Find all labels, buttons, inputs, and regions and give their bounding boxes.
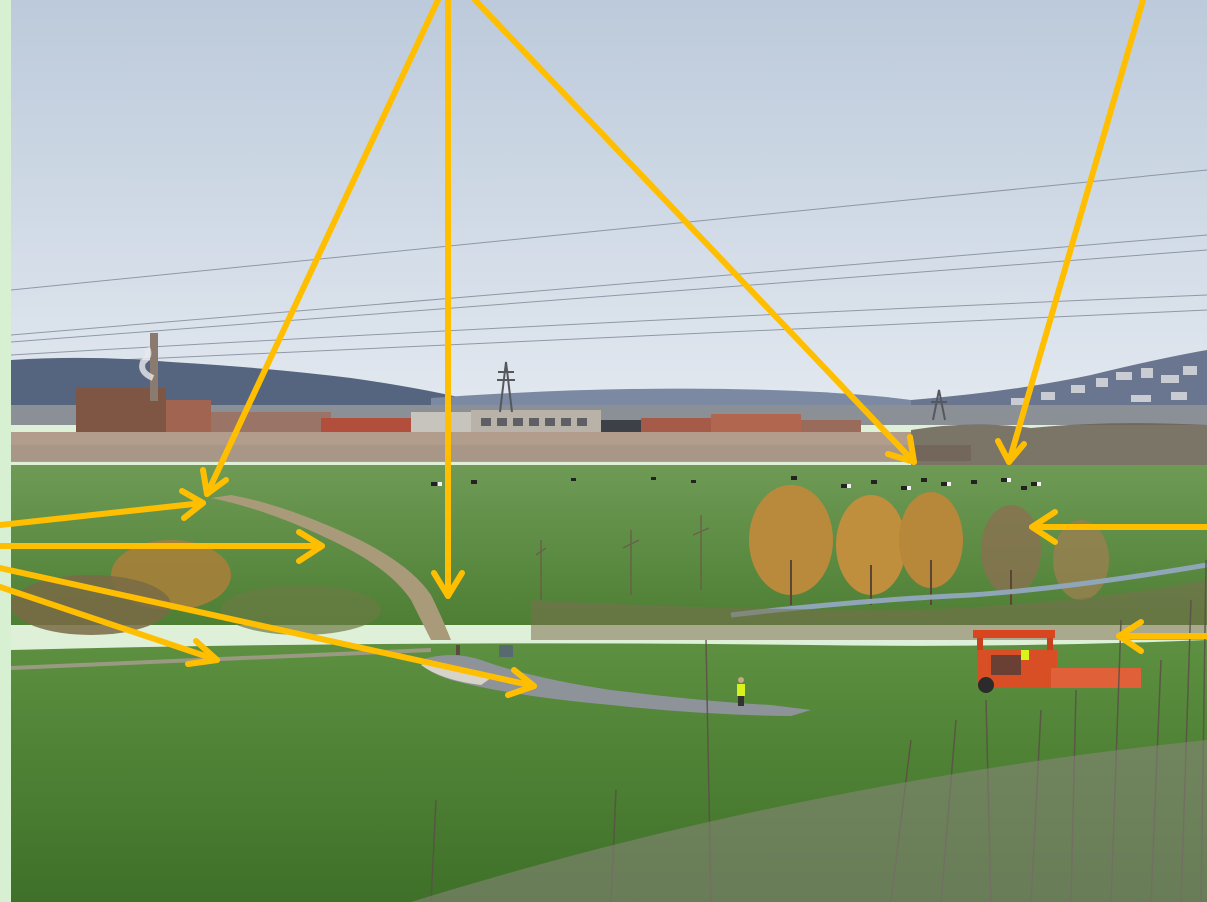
rocky-bank [411,740,1207,902]
factory-complex [11,333,1207,462]
arrow-left-to-road [0,565,537,698]
arrow-top-to-left-field [200,0,441,497]
arrow-left-to-path [0,529,325,564]
arrow-top-to-cows [472,0,917,465]
right-hill [911,350,1207,420]
arrow-left-to-field-1 [0,488,206,528]
stream-bank [531,580,1207,640]
left-bushes [11,540,381,635]
arrow-left-to-lower-track [0,584,220,667]
worker-hiviz [737,677,745,706]
hillside-town [1011,366,1197,406]
sky [11,0,1207,420]
arrow-top-to-track-end [431,0,465,599]
stream [730,562,1207,618]
pylon-center [497,361,515,413]
dirt-track [211,495,451,640]
cows-white [438,478,1041,490]
arrow-right-to-trees [1029,509,1207,545]
arrow-top-right-to-field [995,0,1146,465]
arrow-right-to-stream [1116,619,1207,654]
gravel-road [421,655,811,716]
landscape-photo [11,0,1207,902]
stream-trees [535,485,1109,605]
cows [431,476,1037,490]
pylon-right [931,389,947,421]
treeline [911,423,1207,470]
chimney [150,333,158,401]
left-border-strip [0,0,11,902]
worker-small [456,645,513,657]
